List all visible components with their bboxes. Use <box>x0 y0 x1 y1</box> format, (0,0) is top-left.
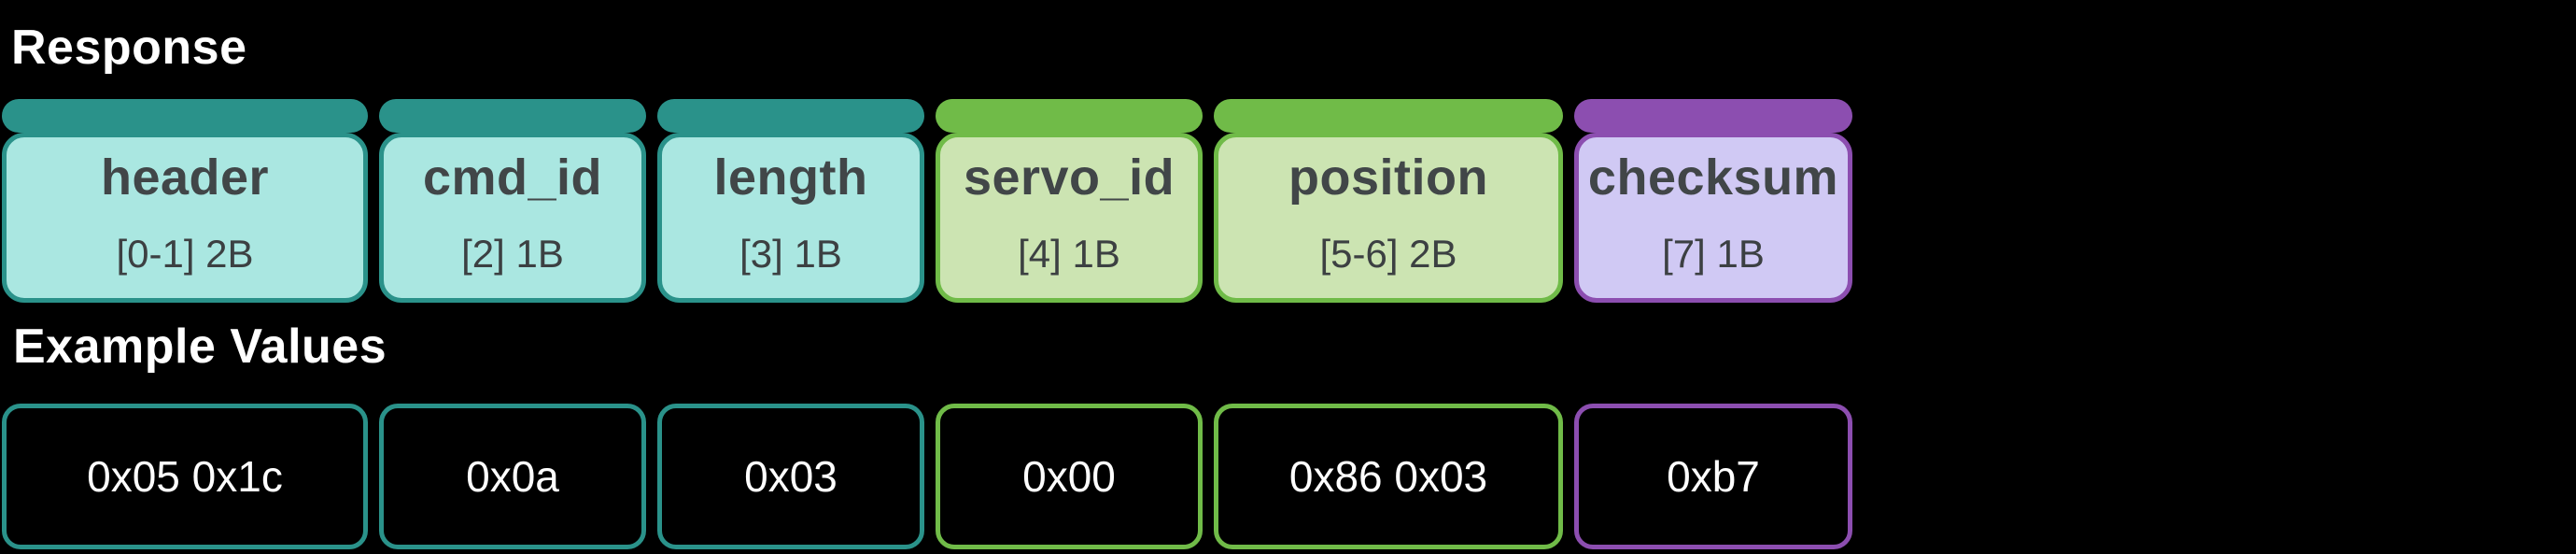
field-name-label: position <box>1288 149 1488 206</box>
field-bytes-label: [0-1] 2B <box>116 232 254 277</box>
field-name-label: servo_id <box>963 149 1175 206</box>
example-value-box: 0x86 0x03 <box>1214 404 1563 549</box>
field-top-bar <box>1574 99 1852 133</box>
response-title: Response <box>11 21 247 75</box>
field-name-label: cmd_id <box>422 149 603 206</box>
field-top-bar <box>657 99 924 133</box>
example-value-box: 0x0a <box>379 404 646 549</box>
field-box: checksum [7] 1B <box>1574 133 1852 303</box>
example-value-box: 0xb7 <box>1574 404 1852 549</box>
field-box: position [5-6] 2B <box>1214 133 1563 303</box>
field-top-bar <box>1214 99 1563 133</box>
field-name-label: length <box>713 149 868 206</box>
field-bytes-label: [3] 1B <box>739 232 842 277</box>
field-column: checksum [7] 1B 0xb7 <box>1574 0 1852 554</box>
field-box: cmd_id [2] 1B <box>379 133 646 303</box>
field-box: length [3] 1B <box>657 133 924 303</box>
field-name-label: checksum <box>1587 149 1839 206</box>
field-bytes-label: [2] 1B <box>461 232 564 277</box>
field-box: servo_id [4] 1B <box>936 133 1203 303</box>
field-bytes-label: [5-6] 2B <box>1319 232 1457 277</box>
example-values-title: Example Values <box>13 320 387 374</box>
field-column: length [3] 1B 0x03 <box>657 0 924 554</box>
field-column: cmd_id [2] 1B 0x0a <box>379 0 646 554</box>
field-top-bar <box>936 99 1203 133</box>
field-column: servo_id [4] 1B 0x00 <box>936 0 1203 554</box>
field-top-bar <box>379 99 646 133</box>
example-value-box: 0x05 0x1c <box>2 404 368 549</box>
field-column: position [5-6] 2B 0x86 0x03 <box>1214 0 1563 554</box>
field-name-label: header <box>100 149 270 206</box>
example-value-box: 0x00 <box>936 404 1203 549</box>
field-box: header [0-1] 2B <box>2 133 368 303</box>
field-bytes-label: [7] 1B <box>1662 232 1765 277</box>
field-top-bar <box>2 99 368 133</box>
example-value-box: 0x03 <box>657 404 924 549</box>
field-bytes-label: [4] 1B <box>1018 232 1120 277</box>
field-column: header [0-1] 2B 0x05 0x1c <box>2 0 368 554</box>
